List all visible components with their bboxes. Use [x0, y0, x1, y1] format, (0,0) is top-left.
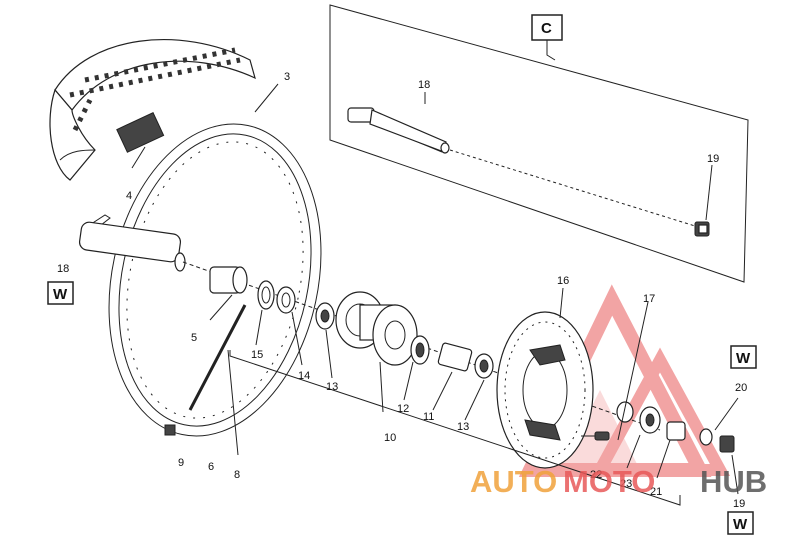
- label-12: 12: [397, 403, 409, 415]
- label-22: 22: [590, 469, 602, 481]
- svg-text:W: W: [733, 516, 748, 533]
- right-side-parts: [616, 301, 739, 495]
- svg-text:W: W: [736, 350, 751, 367]
- axle-nut-detail: [694, 221, 710, 237]
- hub-internal-parts: [403, 335, 494, 421]
- w-box-bottom: W: [727, 511, 754, 535]
- label-6: 6: [208, 461, 214, 473]
- watermark-text: AUTO MOTO HUB: [470, 464, 767, 499]
- w-box-left: W: [47, 281, 74, 305]
- label-10: 10: [384, 432, 396, 444]
- label-13-right: 13: [457, 421, 469, 433]
- label-8: 8: [234, 469, 240, 481]
- label-3: 3: [284, 71, 290, 83]
- brake-disc: [496, 287, 594, 469]
- c-box: [531, 14, 563, 41]
- label-18-top: 18: [418, 79, 430, 91]
- c-box-label: C: [541, 20, 552, 37]
- label-14: 14: [298, 370, 310, 382]
- label-18-left: 18: [57, 263, 69, 275]
- label-11: 11: [423, 411, 434, 423]
- label-21: 21: [650, 486, 662, 498]
- label-13-left: 13: [326, 381, 338, 393]
- label-19-top: 19: [707, 153, 719, 165]
- label-19-bottom: 19: [733, 498, 745, 510]
- label-17: 17: [643, 293, 655, 305]
- label-23: 23: [620, 478, 632, 490]
- svg-text:W: W: [53, 286, 68, 303]
- label-9: 9: [178, 457, 184, 469]
- assembly-bracket: [229, 350, 681, 506]
- label-16: 16: [557, 275, 569, 287]
- detail-panel-c: C: [329, 4, 749, 283]
- wheel-rim: [108, 123, 322, 437]
- svg-text:HUB: HUB: [700, 464, 767, 499]
- seal-and-bearing: [255, 280, 303, 366]
- label-15: 15: [251, 349, 263, 361]
- disc-bolt: [581, 431, 610, 441]
- spacer: [209, 266, 248, 321]
- svg-text:MOTO: MOTO: [563, 464, 655, 499]
- w-box-right: W: [730, 345, 757, 369]
- svg-text:AUTO: AUTO: [470, 464, 557, 499]
- tire: [49, 39, 279, 181]
- label-5: 5: [191, 332, 197, 344]
- bearing-left: [315, 302, 335, 379]
- axle-detail: [347, 107, 450, 154]
- label-4: 4: [126, 190, 132, 202]
- wheel-hub: [335, 291, 418, 413]
- spoke: [188, 304, 247, 411]
- label-20: 20: [735, 382, 747, 394]
